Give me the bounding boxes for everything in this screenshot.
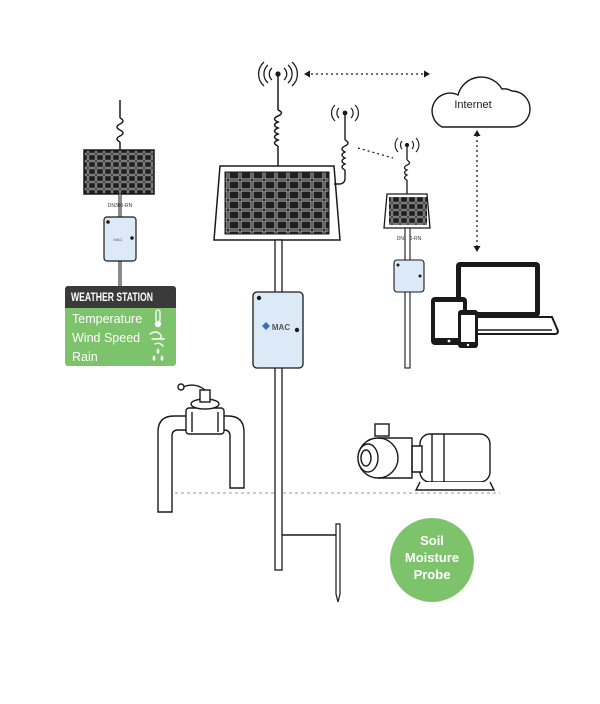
relay-antenna: [331, 104, 359, 185]
wind-icon: [149, 331, 165, 347]
devices-group: [431, 262, 560, 348]
probe-label-line1: Soil: [420, 533, 444, 548]
weather-row-rain: Rain: [72, 350, 98, 364]
wireless-link-internet: [304, 70, 430, 78]
wireless-link-short: [357, 147, 394, 159]
enclosure-right: [393, 259, 425, 293]
probe-label-line2: Moisture: [405, 550, 459, 565]
soil-probe-spike: [335, 523, 341, 603]
coil-antenna-icon: [273, 109, 283, 147]
phone-icon: [458, 310, 478, 348]
coil-antenna-icon: [403, 159, 411, 181]
thermometer-icon: [154, 309, 162, 328]
repeater-label-left: DN300-RN: [108, 203, 133, 209]
cloud-device-link: [473, 130, 481, 252]
controller-brand: MAC: [272, 323, 290, 332]
weather-station-unit: DN300-RN MAC: [83, 100, 155, 295]
weather-station-panel: WEATHER STATION Temperature Wind Speed R…: [65, 286, 176, 366]
weather-station-title: WEATHER STATION: [71, 292, 153, 304]
signal-waves-icon: [258, 61, 298, 87]
mac-logo-icon: [262, 322, 270, 330]
weather-row-wind-speed: Wind Speed: [72, 331, 140, 345]
weather-row-temperature: Temperature: [72, 312, 142, 326]
solar-panel-left: [83, 149, 155, 195]
enclosure-left-brand: MAC: [114, 237, 123, 242]
soil-moisture-probe-badge: Soil Moisture Probe: [390, 518, 474, 602]
enclosure-center: [252, 291, 304, 369]
valve-pipe-assembly: [157, 383, 245, 513]
cloud-label: Internet: [454, 99, 491, 111]
internet-cloud: Internet: [431, 76, 531, 128]
enclosure-left: [103, 216, 137, 262]
water-pump-icon: [357, 423, 496, 491]
rain-drops-icon: [152, 348, 164, 361]
main-controller-unit: MAC: [213, 61, 341, 603]
probe-label-line3: Probe: [414, 567, 451, 582]
repeater-unit-right: DN200-RN: [383, 137, 431, 369]
coil-antenna-icon: [116, 117, 124, 143]
